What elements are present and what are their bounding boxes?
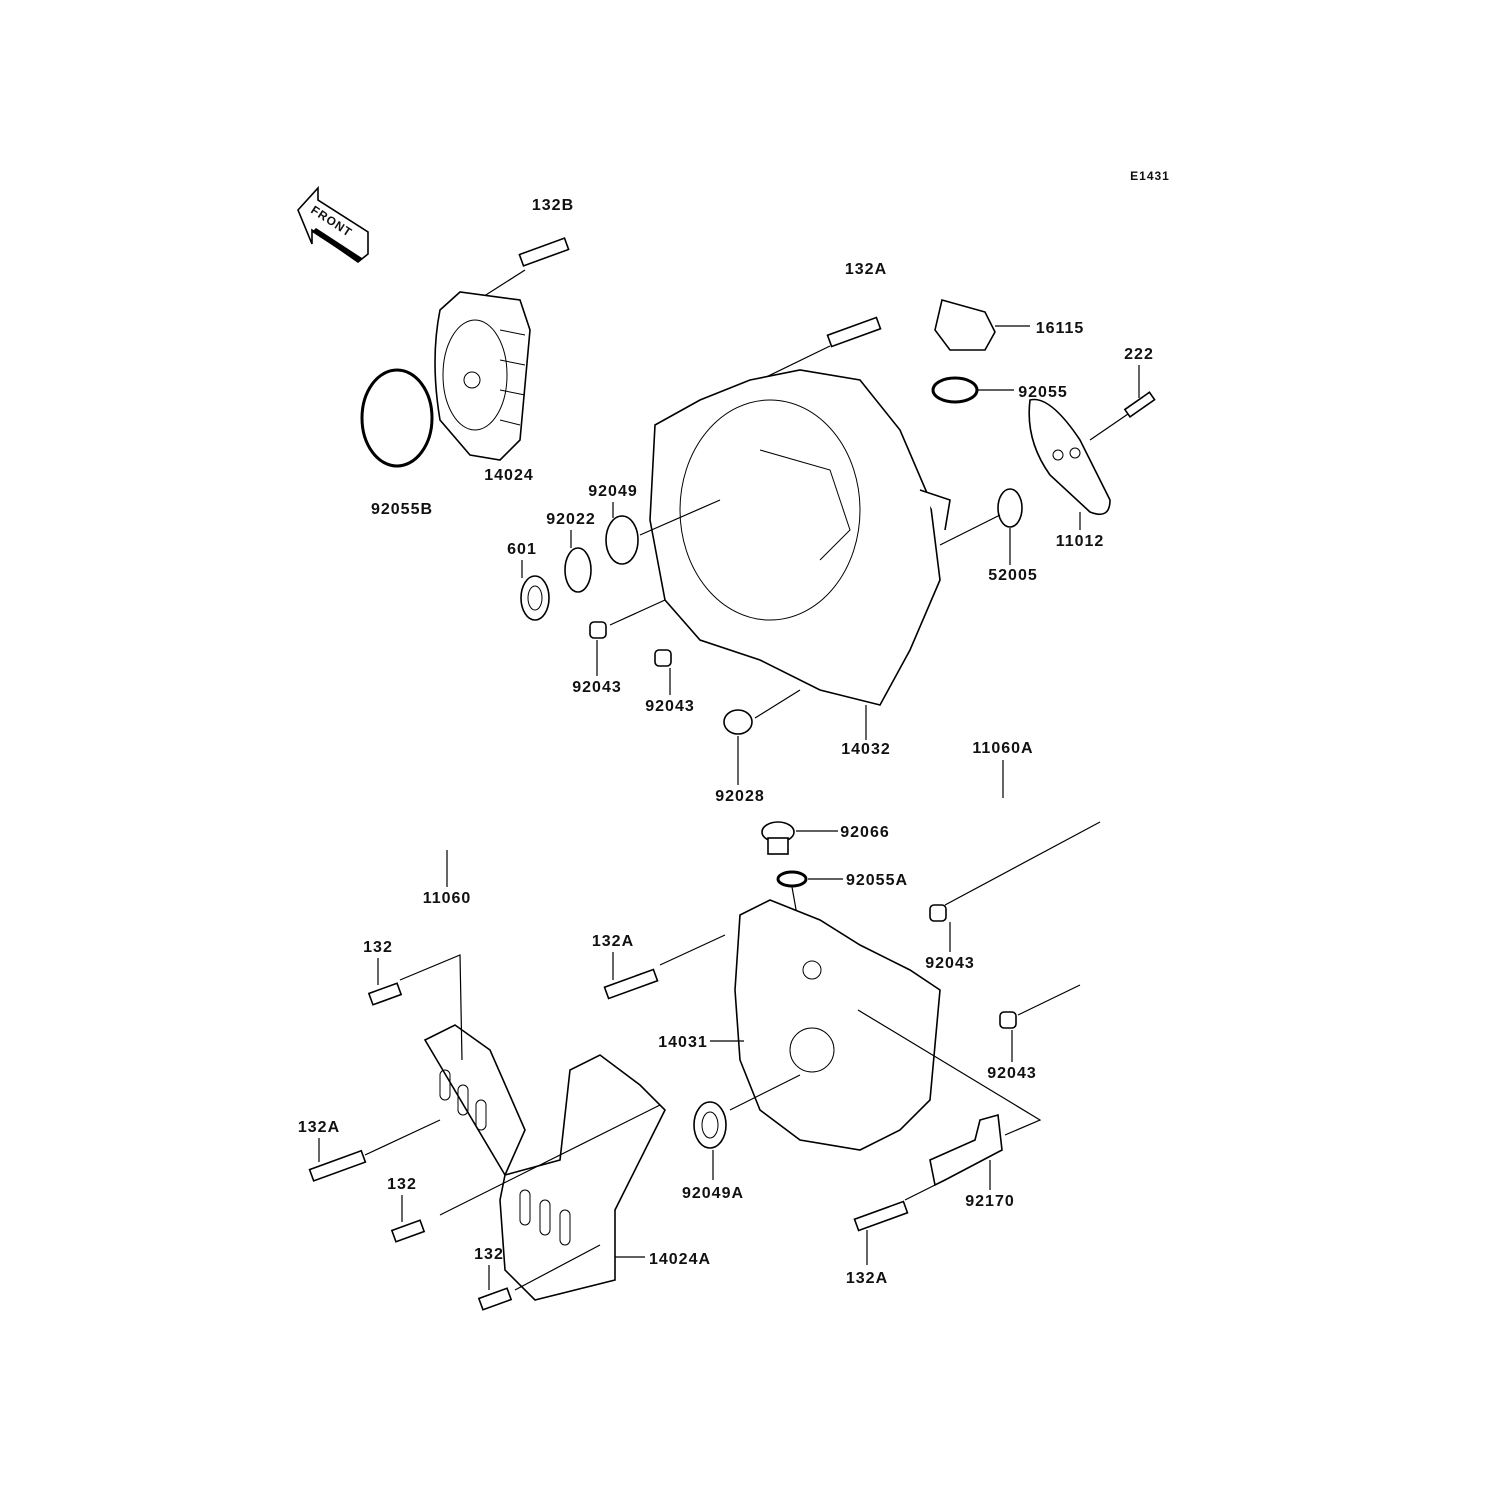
front-arrow-icon: FRONT bbox=[297, 185, 369, 263]
part-label: 132B bbox=[532, 197, 574, 214]
part-label: 92055B bbox=[371, 501, 433, 518]
o-ring-92055b bbox=[360, 368, 434, 468]
plug-92066 bbox=[761, 821, 838, 855]
bearing-601 bbox=[520, 560, 550, 621]
bolt-132-c bbox=[477, 1244, 601, 1311]
gasket-11060 bbox=[328, 578, 582, 887]
part-label: 132 bbox=[363, 939, 393, 956]
part-label: 132A bbox=[592, 933, 634, 950]
bolt-132a-left bbox=[308, 1119, 441, 1182]
part-label: 132 bbox=[387, 1176, 417, 1193]
part-label: 11012 bbox=[1056, 533, 1105, 550]
part-label: 92055 bbox=[1018, 384, 1068, 401]
crankcase-cover-14032 bbox=[649, 369, 951, 740]
part-label: 16115 bbox=[1036, 320, 1085, 337]
part-label: 132A bbox=[298, 1119, 340, 1136]
part-label: 92066 bbox=[840, 824, 890, 841]
bolt-132a-bottom bbox=[853, 1184, 936, 1265]
part-label: 92049 bbox=[588, 483, 638, 500]
bolt-132-a bbox=[367, 954, 463, 1061]
part-label: 11060A bbox=[972, 740, 1033, 757]
bracket-92170 bbox=[857, 1009, 1042, 1190]
gasket-11060a bbox=[963, 760, 1162, 994]
part-label: 92170 bbox=[965, 1193, 1015, 1210]
dowel-pin-92043-c bbox=[929, 821, 1101, 952]
part-label: 601 bbox=[507, 541, 537, 558]
part-label: 92043 bbox=[925, 955, 975, 972]
oil-seal-92049a bbox=[693, 1074, 801, 1180]
bolt-132a-mid bbox=[603, 934, 726, 1000]
part-label: 11060 bbox=[423, 890, 472, 907]
part-label: 92043 bbox=[572, 679, 622, 696]
part-label: 132A bbox=[846, 1270, 888, 1287]
dowel-pin-92043-d bbox=[999, 984, 1081, 1062]
part-label: 92028 bbox=[715, 788, 765, 805]
part-label: 14024 bbox=[484, 467, 534, 484]
part-label: 14031 bbox=[658, 1034, 708, 1051]
part-label: 52005 bbox=[988, 567, 1038, 584]
part-label: 92055A bbox=[846, 872, 908, 889]
bolt-132a-top bbox=[759, 316, 882, 381]
oil-seal-52005 bbox=[939, 488, 1023, 565]
part-label: 92043 bbox=[645, 698, 695, 715]
part-label: 132A bbox=[845, 261, 887, 278]
part-labels: E1431 132B 132A 16115 222 92055 14024 92… bbox=[298, 169, 1170, 1287]
dowel-pin-92043-a bbox=[589, 599, 666, 676]
cover-14031 bbox=[710, 899, 941, 1151]
part-label: 132 bbox=[474, 1246, 504, 1263]
part-label: 92022 bbox=[546, 511, 596, 528]
bolt-132-b bbox=[390, 1104, 661, 1243]
part-label: 14032 bbox=[841, 741, 891, 758]
guard-14024a bbox=[423, 1024, 666, 1301]
cap-16115 bbox=[934, 299, 1030, 351]
part-label: 92043 bbox=[987, 1065, 1037, 1082]
cover-11012 bbox=[1028, 398, 1111, 530]
o-ring-92055 bbox=[931, 376, 979, 404]
dowel-pin-92043-b bbox=[654, 649, 672, 695]
part-label: 222 bbox=[1124, 346, 1154, 363]
screw-222 bbox=[1089, 365, 1156, 441]
part-label: 14024A bbox=[649, 1251, 711, 1268]
part-label: 92049A bbox=[682, 1185, 744, 1202]
cover-14024 bbox=[434, 291, 531, 461]
bolt-132b bbox=[477, 237, 570, 301]
ring-92022 bbox=[564, 530, 592, 593]
diagram-code: E1431 bbox=[1130, 169, 1170, 183]
plug-92028 bbox=[723, 689, 801, 785]
oil-seal-92049 bbox=[605, 499, 721, 565]
